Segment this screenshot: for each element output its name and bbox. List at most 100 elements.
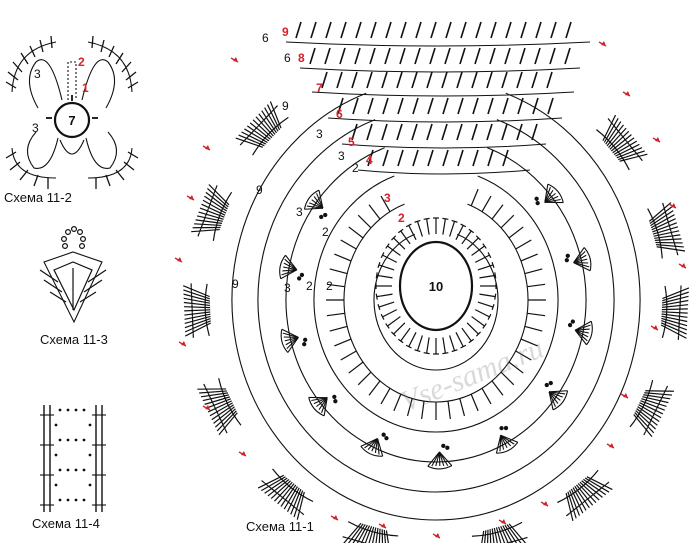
stitch-line: [491, 204, 504, 220]
chain-label: 9: [232, 277, 239, 291]
stitch-line: [334, 253, 352, 262]
stitch-tick: [482, 323, 487, 329]
outer-fan: [471, 521, 529, 543]
v-stitch-row: [285, 21, 591, 47]
shell-clusters: [279, 183, 593, 470]
stitch-line: [416, 335, 423, 351]
arrow-icon: [432, 533, 441, 539]
stitch-line: [416, 221, 423, 237]
chain-label: 3: [284, 281, 291, 295]
stitch-line: [449, 221, 456, 237]
stitch-line: [442, 337, 446, 354]
stitch-line: [340, 239, 357, 250]
stitch-line: [466, 237, 479, 250]
stitch-line: [326, 312, 345, 317]
outer-fan: [182, 283, 212, 338]
shell-cluster: [564, 247, 592, 272]
stitch-tick: [451, 349, 458, 353]
stitch-line: [348, 361, 364, 374]
stitch-line: [500, 214, 515, 229]
stitch-tick: [460, 344, 467, 349]
row-mark: 7: [316, 81, 323, 95]
arrow-icon: [378, 523, 387, 529]
stitch-tick: [442, 217, 449, 220]
stitch-line: [348, 226, 364, 239]
stitch-tick: [377, 261, 381, 269]
chain-label: 2: [322, 225, 329, 239]
chain-label: 9: [256, 183, 263, 197]
stitch-line: [378, 301, 395, 308]
arrow-icon: [606, 443, 615, 449]
outer-fan: [557, 469, 613, 522]
stitch-line: [479, 293, 496, 298]
stitch-line: [380, 195, 391, 212]
chain-loop-11-3: [60, 226, 86, 250]
leaf-stitches: [39, 268, 107, 310]
center-oval: [398, 240, 474, 332]
caption-scheme-11-3: Схема 11-3: [40, 332, 108, 347]
arrow-icon: [678, 263, 687, 269]
stitch-line: [393, 322, 406, 335]
stitch-line: [408, 225, 417, 240]
caption-scheme-11-4: Схема 11-4: [32, 516, 100, 531]
stitch-line: [400, 327, 411, 342]
stitch-tick: [397, 338, 404, 344]
chain-label: 2: [326, 279, 333, 293]
center-ring-11-2: [53, 101, 91, 139]
outer-fan: [596, 114, 648, 171]
v-stitch-row: [327, 97, 563, 123]
stitch-tick: [487, 252, 492, 259]
stitch-tick: [385, 243, 390, 249]
round-arc: [285, 147, 587, 463]
shell-cluster: [279, 254, 305, 281]
stitch-tick: [475, 331, 481, 337]
stitch-line: [442, 218, 446, 235]
v-stitch-row: [311, 71, 575, 97]
stitch-line: [520, 338, 538, 347]
stitch-line: [508, 361, 524, 374]
round-label: 3: [34, 67, 41, 81]
arrow-icons: [174, 41, 687, 539]
row-mark: 4: [366, 153, 373, 167]
row-mark: 2: [78, 55, 85, 69]
arrow-icon: [238, 451, 247, 457]
stitch-line: [481, 388, 492, 405]
petal-arc: [81, 59, 116, 109]
stitch-line: [368, 204, 381, 220]
stitch-line: [470, 188, 479, 206]
stitch-line: [474, 309, 490, 318]
round-arc: [313, 175, 559, 433]
arrow-icon: [230, 57, 239, 63]
stitch-line: [326, 283, 345, 288]
stitch-line: [466, 322, 479, 335]
arrow-icon: [202, 145, 211, 151]
stitch-line: [387, 316, 401, 327]
stitch-tick: [405, 344, 412, 349]
stitch-line: [357, 214, 372, 229]
stitch-tick: [460, 223, 467, 228]
row-mark: 3: [384, 191, 391, 205]
stitch-line: [524, 325, 543, 332]
stitch-tick: [385, 323, 390, 329]
stitch-line: [508, 226, 524, 239]
stitch-line: [471, 316, 485, 327]
chain-label: 3: [316, 127, 323, 141]
shell-cluster: [544, 380, 569, 411]
petal-arc: [28, 59, 63, 109]
stitch-line: [340, 350, 357, 361]
row-mark: 1: [82, 81, 89, 95]
shell-cluster: [567, 319, 593, 346]
shell-cluster: [308, 394, 338, 417]
stitch-tick: [377, 303, 381, 311]
petal-arc: [26, 131, 59, 169]
stitch-tick: [491, 261, 495, 269]
stitch-line: [449, 335, 456, 351]
v-stitch-row: [341, 123, 547, 149]
stitch-line: [474, 254, 490, 263]
stitch-tick: [397, 228, 404, 234]
arrow-icon: [186, 195, 195, 201]
arrow-icon: [330, 515, 339, 521]
stitch-line: [421, 401, 425, 420]
outer-fan: [257, 468, 314, 520]
